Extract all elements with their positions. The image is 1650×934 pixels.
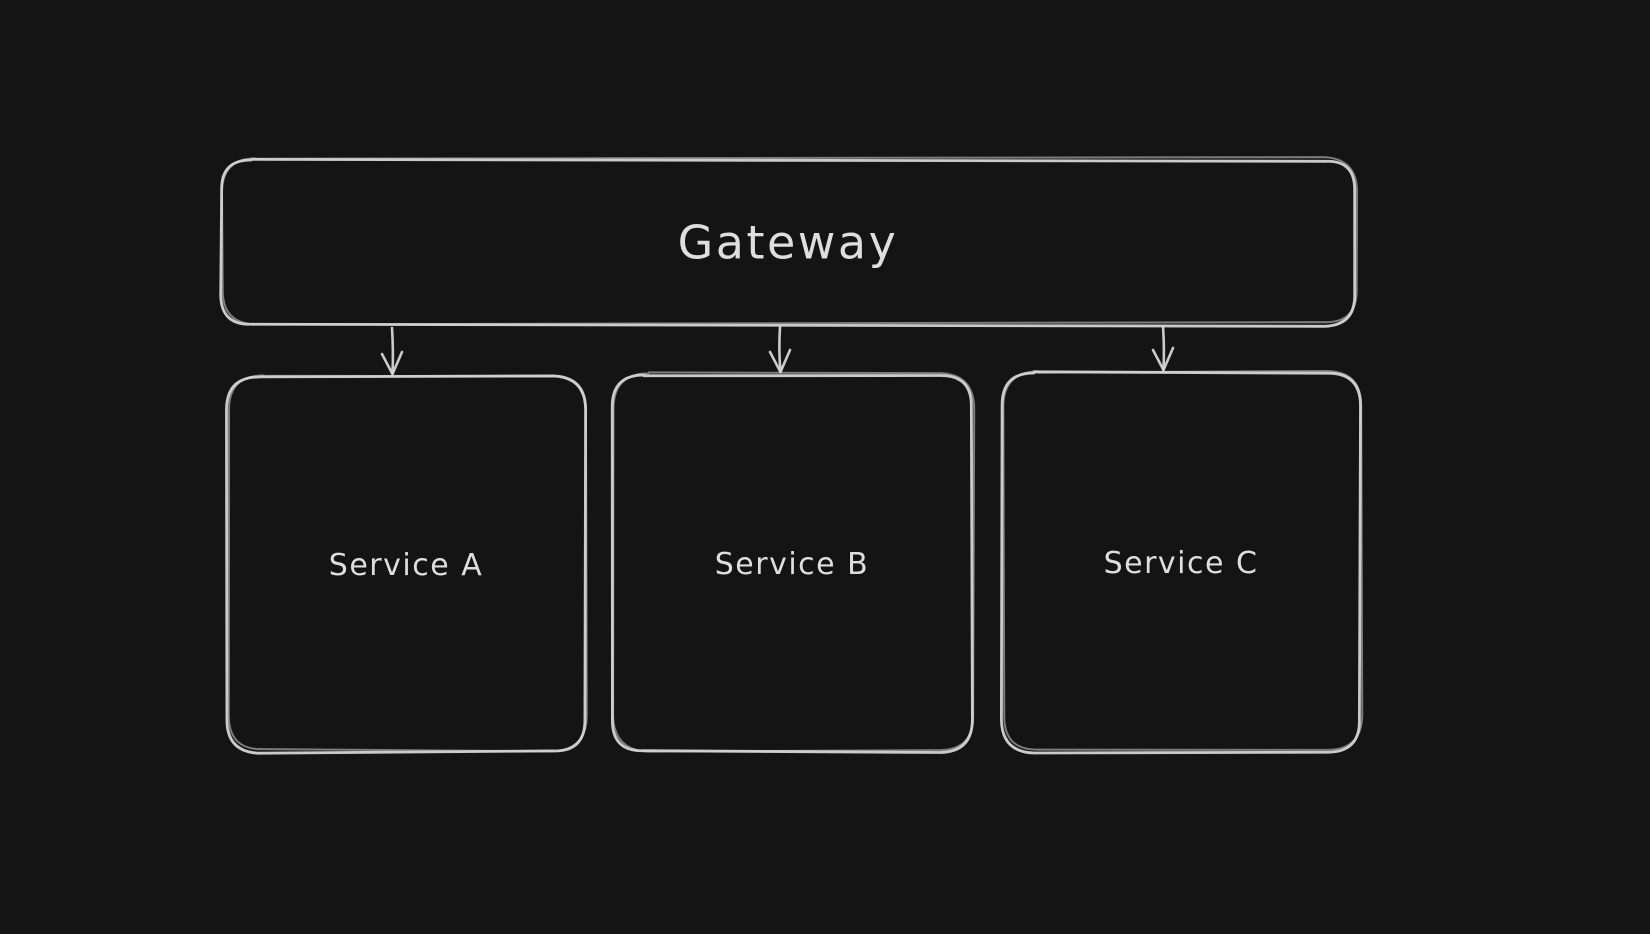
arrow-shaft bbox=[1161, 324, 1166, 372]
arrowhead-icon bbox=[380, 350, 404, 376]
node-service-b-outline bbox=[610, 373, 974, 754]
node-service-c-label: Service C bbox=[1104, 546, 1259, 581]
arrow-gateway-to-service-b bbox=[768, 325, 792, 374]
node-gateway-outline-sketch bbox=[220, 156, 1359, 326]
arrowhead-icon bbox=[768, 348, 792, 374]
node-service-a-label: Service A bbox=[329, 548, 483, 583]
arrow-gateway-to-service-a bbox=[380, 326, 404, 376]
node-service-b-outline-sketch bbox=[612, 371, 976, 753]
arrow-shaft bbox=[390, 326, 395, 376]
node-service-c-outline-sketch bbox=[1002, 369, 1364, 751]
node-gateway: Gateway bbox=[219, 156, 1359, 328]
node-service-a-outline-sketch bbox=[227, 374, 588, 753]
node-service-c-outline bbox=[999, 370, 1362, 755]
arrowhead-icon bbox=[1151, 346, 1175, 372]
node-service-b: Service B bbox=[610, 371, 976, 754]
node-service-b-label: Service B bbox=[715, 547, 870, 582]
arrow-gateway-to-service-c bbox=[1151, 324, 1175, 372]
node-service-c: Service C bbox=[999, 369, 1364, 755]
node-service-a: Service A bbox=[225, 374, 588, 755]
arrow-shaft bbox=[778, 325, 782, 374]
node-gateway-label: Gateway bbox=[678, 216, 899, 270]
